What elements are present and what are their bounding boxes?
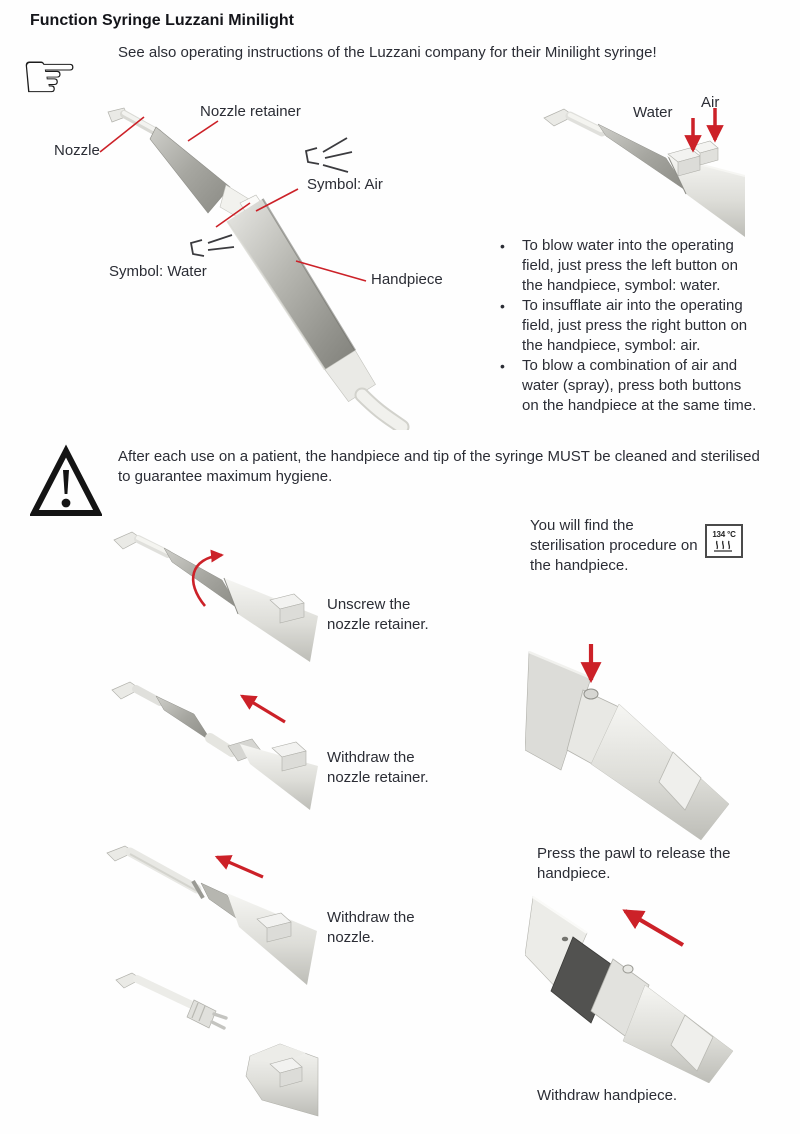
pawl-shape	[583, 688, 599, 700]
step-parts-figure	[115, 972, 319, 1117]
sterilisation-text: You will find the sterilisation procedur…	[530, 517, 698, 574]
label-water: Water	[633, 104, 673, 121]
label-air: Air	[701, 94, 720, 111]
instruction-list: To blow water into the operating field, …	[492, 236, 758, 416]
instruction-item: To insufflate air into the operating fie…	[492, 296, 758, 356]
leader-lines	[99, 116, 367, 282]
warning-text: After each use on a patient, the handpie…	[118, 448, 760, 485]
press-pawl-figure	[525, 644, 730, 841]
pawl-shape	[622, 964, 634, 974]
step-withdraw-nozzle-text: Withdraw the nozzle.	[327, 909, 415, 946]
withdraw-arrow-icon	[622, 909, 685, 947]
handpiece-shape	[227, 198, 356, 370]
label-symbol-water: Symbol: Water	[109, 263, 207, 280]
nozzle-retainer-shape	[149, 126, 231, 214]
step-withdraw-nozzle-figure	[106, 845, 317, 985]
syringe-diagram	[99, 107, 410, 430]
press-pawl-text: Press the pawl to release the handpiece.	[537, 845, 731, 882]
water-spray-icon	[189, 234, 235, 257]
withdraw-handpiece-figure	[525, 895, 734, 1083]
warning-icon	[30, 444, 102, 516]
page-title: Function Syringe Luzzani Minilight	[30, 12, 294, 29]
autoclave-134c-icon: 134 °C	[705, 524, 743, 558]
withdraw-arrow-icon	[214, 855, 264, 879]
autoclave-temp-label: 134 °C	[712, 530, 736, 539]
step-unscrew-text: Unscrew the nozzle retainer.	[327, 596, 429, 633]
withdraw-arrow-icon	[239, 694, 286, 724]
note-text: See also operating instructions of the L…	[118, 44, 657, 61]
buttons-figure	[543, 108, 745, 237]
air-spray-icon	[304, 137, 353, 173]
label-handpiece: Handpiece	[371, 271, 443, 288]
step-withdraw-retainer-text: Withdraw the nozzle retainer.	[327, 749, 429, 786]
label-nozzle: Nozzle	[54, 142, 100, 159]
step-unscrew-figure	[113, 531, 318, 662]
instruction-item: To blow a combination of air and water (…	[492, 356, 758, 416]
withdraw-handpiece-text: Withdraw handpiece.	[537, 1087, 678, 1104]
label-nozzle-retainer: Nozzle retainer	[200, 103, 301, 120]
step-withdraw-retainer-figure	[111, 681, 318, 810]
rotate-arrow-icon	[191, 549, 224, 607]
steam-icon	[714, 540, 732, 552]
pointing-hand-icon: ☞	[20, 38, 80, 115]
label-symbol-air: Symbol: Air	[307, 176, 383, 193]
instruction-item: To blow water into the operating field, …	[492, 236, 758, 296]
